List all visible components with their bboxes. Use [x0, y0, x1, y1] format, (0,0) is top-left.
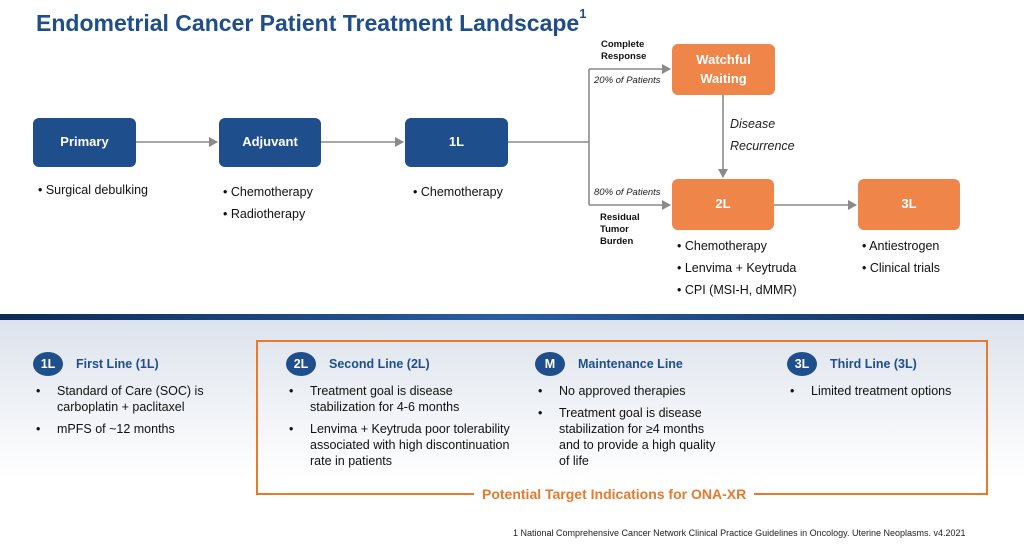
complete-response-pct: 20% of Patients [594, 75, 661, 86]
adjuvant-node: Adjuvant [219, 118, 321, 167]
page-title: Endometrial Cancer Patient Treatment Lan… [36, 6, 587, 36]
list-item: No approved therapies [535, 383, 735, 399]
section-divider [0, 314, 1024, 320]
third-line-node: 3L [858, 179, 960, 230]
list-item: Treatment goal is disease stabilization … [535, 405, 720, 469]
first-line-node: 1L [405, 118, 508, 167]
badge-2l: 2L [286, 352, 316, 376]
target-indications-label: Potential Target Indications for ONA-XR [474, 486, 755, 502]
list-item: mPFS of ~12 months [33, 421, 243, 437]
second-line-node: 2L [672, 179, 774, 230]
list-item: Lenvima + Keytruda poor tolerability ass… [286, 421, 511, 469]
line-title: First Line (1L) [76, 357, 159, 371]
badge-m: M [535, 352, 565, 376]
footnote: 1 National Comprehensive Cancer Network … [513, 528, 966, 538]
line-title: Third Line (3L) [830, 357, 917, 371]
primary-node: Primary [33, 118, 136, 167]
residual-pct: 80% of Patients [594, 187, 661, 198]
list-item: Standard of Care (SOC) is carboplatin + … [33, 383, 243, 415]
watchful-waiting-node: Watchful Waiting [672, 44, 775, 95]
line-title: Maintenance Line [578, 357, 683, 371]
line-column-maintenance: M Maintenance Line No approved therapies… [535, 352, 735, 475]
first-line-bullets: • Chemotherapy [413, 185, 503, 199]
third-line-bullets: • Antiestrogen • Clinical trials [862, 239, 941, 275]
line-title: Second Line (2L) [329, 357, 430, 371]
list-item: Treatment goal is disease stabilization … [286, 383, 511, 415]
complete-response-label: Complete Response [601, 39, 647, 62]
badge-1l: 1L [33, 352, 63, 376]
residual-tumor-label: Residual Tumor Burden [600, 212, 640, 247]
list-item: Limited treatment options [787, 383, 977, 399]
line-column-1l: 1L First Line (1L) Standard of Care (SOC… [33, 352, 243, 443]
adjuvant-bullets: • Chemotherapy • Radiotherapy [223, 185, 313, 221]
badge-3l: 3L [787, 352, 817, 376]
second-line-bullets: • Chemotherapy • Lenvima + Keytruda • CP… [677, 239, 797, 297]
primary-bullets: • Surgical debulking [38, 183, 148, 197]
line-column-2l: 2L Second Line (2L) Treatment goal is di… [286, 352, 511, 475]
disease-recurrence-label: Disease Recurrence [730, 117, 795, 153]
arrow-1l-branch [508, 69, 590, 205]
line-column-3l: 3L Third Line (3L) Limited treatment opt… [787, 352, 977, 405]
